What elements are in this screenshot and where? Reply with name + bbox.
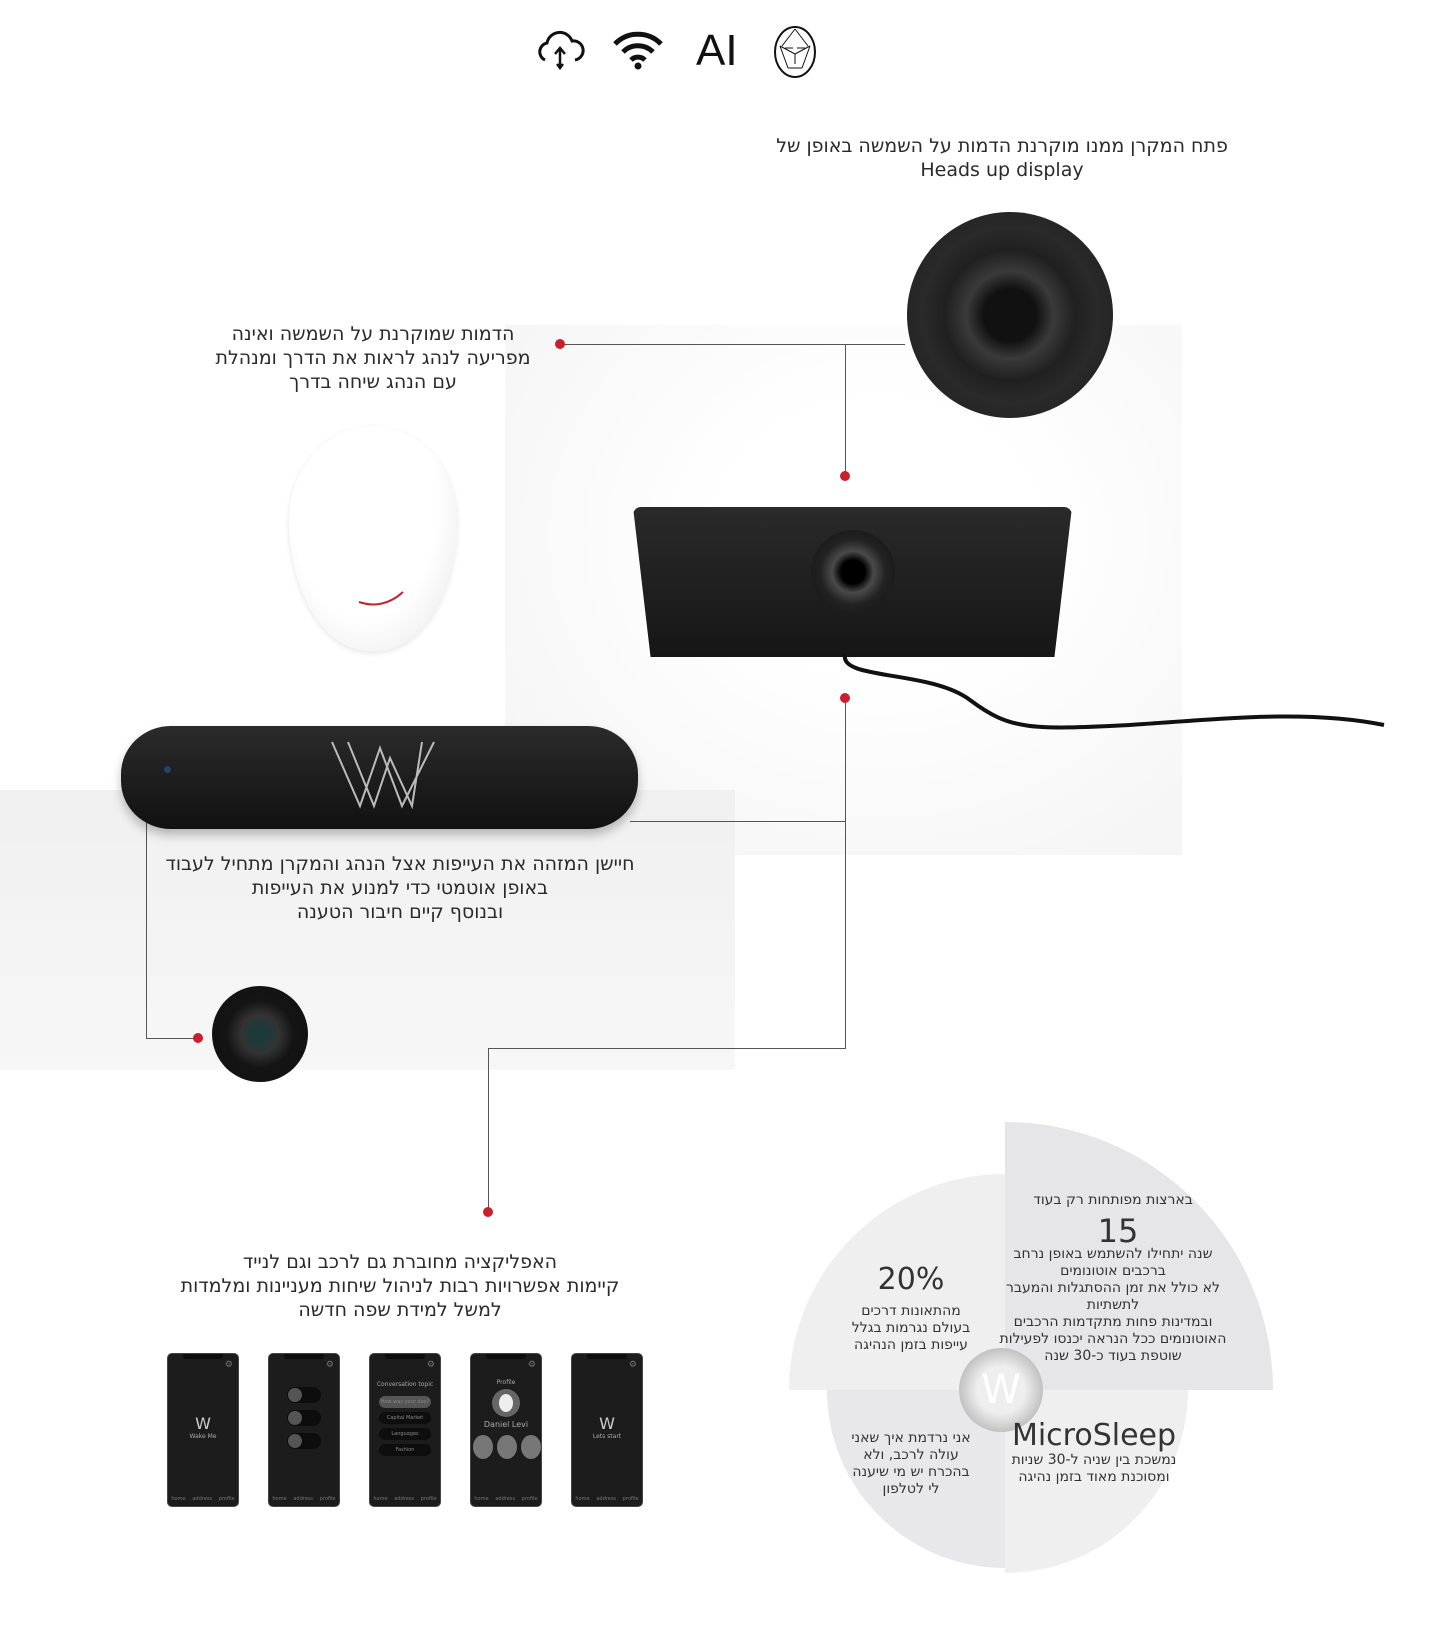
nav-address[interactable]: address [596, 1496, 617, 1502]
marker-dot [193, 1033, 203, 1043]
wifi-toggle[interactable] [287, 1387, 321, 1403]
projector-lens [811, 530, 895, 614]
settings-icon[interactable]: ⚙ [426, 1360, 435, 1370]
nav-address[interactable]: address [192, 1496, 213, 1502]
nav-home[interactable]: home [474, 1496, 489, 1502]
nav-profile[interactable]: profile [218, 1496, 235, 1502]
nav-home[interactable]: home [171, 1496, 186, 1502]
nav-home[interactable]: home [373, 1496, 388, 1502]
connector-line [560, 344, 905, 345]
sensor-camera [212, 986, 308, 1082]
sensor-bar-device [121, 726, 638, 829]
nav-address[interactable]: address [293, 1496, 314, 1502]
connector-line [845, 344, 846, 476]
hud-caption: פתח המקרן ממנו מוקרנת הדמות על השמשה באו… [776, 135, 1228, 181]
connector-line [488, 1048, 846, 1049]
phone-title: Profile [496, 1379, 516, 1386]
connector-line [146, 1038, 198, 1039]
avatar [492, 1389, 520, 1417]
connector-line [488, 1048, 489, 1212]
phone-title: Conversation topic [376, 1381, 434, 1388]
nav-home[interactable]: home [575, 1496, 590, 1502]
connector-line [630, 821, 845, 822]
settings-icon[interactable]: ⚙ [527, 1360, 536, 1370]
quadrant-accidents [789, 1174, 1005, 1390]
connector-line [146, 780, 147, 1038]
sensor-caption: חיישן המזהה את העייפות אצל הנהג והמקרן מ… [165, 853, 635, 923]
logo-icon: W [195, 1414, 211, 1433]
phone-screen-profile: ⚙ Profile Daniel Levi home address profile [470, 1353, 542, 1507]
marker-dot [840, 471, 850, 481]
sensor-eye [164, 766, 171, 773]
settings-icon[interactable]: ⚙ [325, 1360, 334, 1370]
wakeme-logo [331, 741, 435, 810]
q1-number: 15 [1097, 1212, 1139, 1250]
nav-profile[interactable]: profile [521, 1496, 538, 1502]
nav-address[interactable]: address [495, 1496, 516, 1502]
settings-icon[interactable]: ⚙ [224, 1360, 233, 1370]
phone-screen-topics: ⚙ Conversation topic How was your day? C… [369, 1353, 441, 1507]
nav-profile[interactable]: profile [420, 1496, 437, 1502]
power-cable [842, 654, 1385, 730]
assistant-face [289, 426, 457, 651]
marker-dot [555, 339, 565, 349]
power-toggle[interactable] [287, 1433, 321, 1449]
logo-icon: W [599, 1414, 615, 1433]
q2-number: 20% [877, 1262, 945, 1297]
phone-title[interactable]: Lets start [592, 1433, 622, 1440]
projector-lens-closeup [907, 212, 1113, 418]
phone-title: Wake Me [189, 1433, 217, 1440]
phone-screen-toggles: ⚙ home address profile [268, 1353, 340, 1507]
marker-dot [483, 1207, 493, 1217]
wifi-icon [613, 31, 663, 70]
nav-home[interactable]: home [272, 1496, 287, 1502]
marker-dot [840, 693, 850, 703]
quadrant-microsleep [1005, 1390, 1188, 1573]
nav-profile[interactable]: profile [319, 1496, 336, 1502]
bluetooth-toggle[interactable] [287, 1410, 321, 1426]
center-logo: W [959, 1348, 1043, 1432]
topic-option[interactable]: How was your day? [379, 1396, 431, 1408]
q1-intro: בארצות מפותחות רק בעוד [1033, 1192, 1193, 1208]
nav-profile[interactable]: profile [622, 1496, 639, 1502]
cloud-sync-icon [538, 30, 585, 71]
q4-title: MicroSleep [1011, 1418, 1177, 1453]
face-smile [358, 591, 404, 606]
ai-icon: AI [696, 26, 738, 75]
topic-option[interactable]: Capital Market [379, 1412, 431, 1424]
topic-option[interactable]: Fashion [379, 1444, 431, 1456]
profile-name: Daniel Levi [483, 1420, 529, 1429]
quadrant-autonomous [1005, 1122, 1273, 1390]
connector-line [845, 698, 846, 1048]
topic-option[interactable]: Languages [379, 1428, 431, 1440]
nav-address[interactable]: address [394, 1496, 415, 1502]
face-scan-icon [774, 26, 816, 78]
backdrop-left [0, 790, 735, 1070]
settings-icon[interactable]: ⚙ [628, 1360, 637, 1370]
quadrant-quote [827, 1390, 1005, 1568]
